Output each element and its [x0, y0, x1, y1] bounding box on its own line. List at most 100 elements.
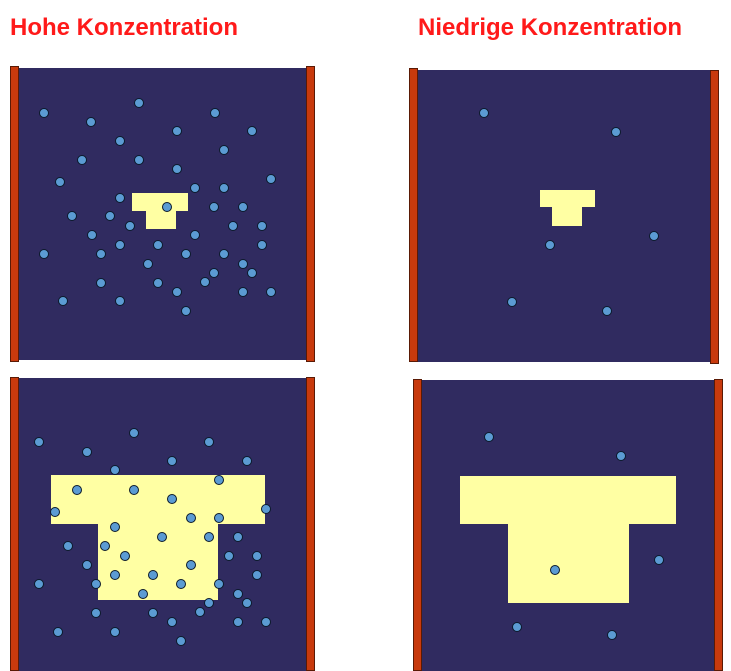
- garment-large-top: [51, 475, 265, 524]
- particle: [190, 230, 200, 240]
- particle: [649, 231, 659, 241]
- particle: [484, 432, 494, 442]
- particle: [153, 278, 163, 288]
- membrane-wall-right: [714, 379, 723, 671]
- particle: [34, 437, 44, 447]
- particle: [172, 164, 182, 174]
- particle: [63, 541, 73, 551]
- particle: [53, 627, 63, 637]
- particle: [129, 485, 139, 495]
- particle: [214, 475, 224, 485]
- membrane-wall-left: [10, 377, 19, 671]
- particle: [120, 551, 130, 561]
- membrane-wall-left: [10, 66, 19, 362]
- particle: [224, 551, 234, 561]
- garment-small-body: [552, 206, 582, 226]
- particle: [148, 608, 158, 618]
- particle: [507, 297, 517, 307]
- particle: [110, 465, 120, 475]
- particle: [242, 598, 252, 608]
- particle: [82, 560, 92, 570]
- particle: [181, 306, 191, 316]
- particle: [148, 570, 158, 580]
- particle: [512, 622, 522, 632]
- particle: [219, 249, 229, 259]
- particle: [129, 428, 139, 438]
- particle: [96, 249, 106, 259]
- particle: [167, 617, 177, 627]
- particle: [204, 437, 214, 447]
- particle: [77, 155, 87, 165]
- garment-small-body: [146, 210, 176, 229]
- particle: [607, 630, 617, 640]
- particle: [209, 268, 219, 278]
- particle: [34, 579, 44, 589]
- membrane-wall-right: [306, 66, 315, 362]
- particle: [214, 513, 224, 523]
- particle: [219, 183, 229, 193]
- particle: [96, 278, 106, 288]
- particle: [261, 617, 271, 627]
- particle: [266, 287, 276, 297]
- particle: [91, 608, 101, 618]
- particle: [247, 268, 257, 278]
- particle: [50, 507, 60, 517]
- particle: [214, 579, 224, 589]
- particle: [157, 532, 167, 542]
- particle: [545, 240, 555, 250]
- particle: [200, 277, 210, 287]
- particle: [138, 589, 148, 599]
- particle: [233, 617, 243, 627]
- particle: [266, 174, 276, 184]
- particle: [204, 598, 214, 608]
- particle: [134, 98, 144, 108]
- particle: [87, 230, 97, 240]
- particle: [233, 532, 243, 542]
- particle: [167, 456, 177, 466]
- particle: [167, 494, 177, 504]
- particle: [550, 565, 560, 575]
- particle: [172, 126, 182, 136]
- particle: [115, 136, 125, 146]
- particle: [115, 193, 125, 203]
- particle: [479, 108, 489, 118]
- particle: [143, 259, 153, 269]
- particle: [110, 522, 120, 532]
- garment-large-top: [460, 476, 676, 524]
- particle: [228, 221, 238, 231]
- particle: [181, 249, 191, 259]
- particle: [186, 560, 196, 570]
- particle: [115, 240, 125, 250]
- particle: [209, 202, 219, 212]
- particle: [134, 155, 144, 165]
- particle: [257, 240, 267, 250]
- particle: [110, 627, 120, 637]
- particle: [204, 532, 214, 542]
- particle: [105, 211, 115, 221]
- garment-large-body: [508, 523, 629, 603]
- particle: [261, 504, 271, 514]
- particle: [238, 259, 248, 269]
- particle: [91, 579, 101, 589]
- particle: [86, 117, 96, 127]
- particle: [233, 589, 243, 599]
- particle: [39, 108, 49, 118]
- particle: [39, 249, 49, 259]
- particle: [55, 177, 65, 187]
- particle: [257, 221, 267, 231]
- particle: [186, 513, 196, 523]
- particle: [252, 570, 262, 580]
- particle: [602, 306, 612, 316]
- membrane-wall-right: [306, 377, 315, 671]
- particle: [176, 636, 186, 646]
- particle: [247, 126, 257, 136]
- title-low-concentration: Niedrige Konzentration: [418, 14, 682, 42]
- particle: [58, 296, 68, 306]
- particle: [210, 108, 220, 118]
- particle: [125, 221, 135, 231]
- particle: [616, 451, 626, 461]
- particle: [153, 240, 163, 250]
- particle: [100, 541, 110, 551]
- particle: [190, 183, 200, 193]
- membrane-wall-left: [409, 68, 418, 362]
